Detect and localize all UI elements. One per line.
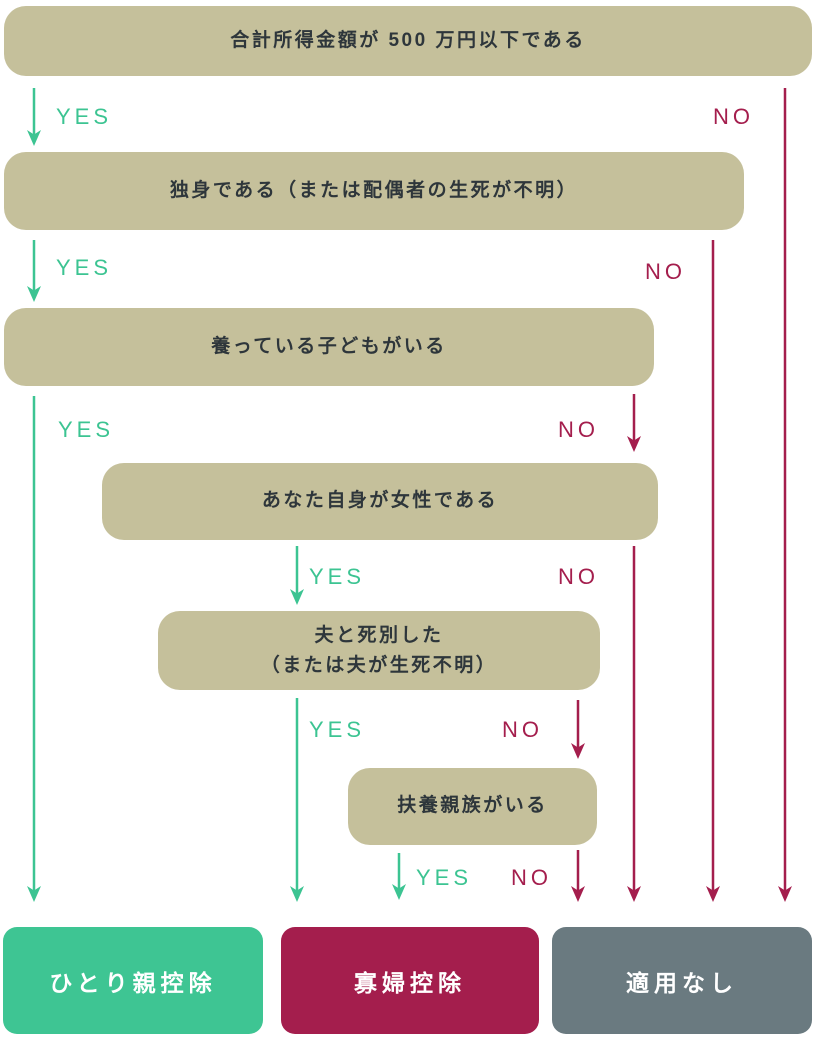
edge-label-q4-no: NO <box>558 564 599 589</box>
edge-label-q3-yes: YES <box>58 417 115 442</box>
question-node-widowed: 夫と死別した （または夫が生死不明） <box>158 611 600 690</box>
question-node-income-under-5m: 合計所得金額が 500 万円以下である <box>4 6 812 76</box>
question-node-is-female: あなた自身が女性である <box>102 463 658 540</box>
edge-label-q2-yes: YES <box>56 255 113 280</box>
edge-label-q2-no: NO <box>645 259 686 284</box>
edge-label-q1-yes: YES <box>56 104 113 129</box>
question-node-single: 独身である（または配偶者の生死が不明） <box>4 152 744 230</box>
result-node-not-applicable: 適用なし <box>552 927 812 1034</box>
edge-label-q5-no: NO <box>502 717 543 742</box>
result-node-widow-deduction: 寡婦控除 <box>281 927 539 1034</box>
edge-label-q6-yes: YES <box>416 865 473 890</box>
edge-label-q5-yes: YES <box>309 717 366 742</box>
edge-label-q6-no: NO <box>511 865 552 890</box>
question-node-supporting-child: 養っている子どもがいる <box>4 308 654 386</box>
result-node-single-parent-deduction: ひとり親控除 <box>3 927 263 1034</box>
edge-label-q1-no: NO <box>713 104 754 129</box>
edge-label-q4-yes: YES <box>309 564 366 589</box>
edge-label-q3-no: NO <box>558 417 599 442</box>
question-node-has-dependents: 扶養親族がいる <box>348 768 597 845</box>
